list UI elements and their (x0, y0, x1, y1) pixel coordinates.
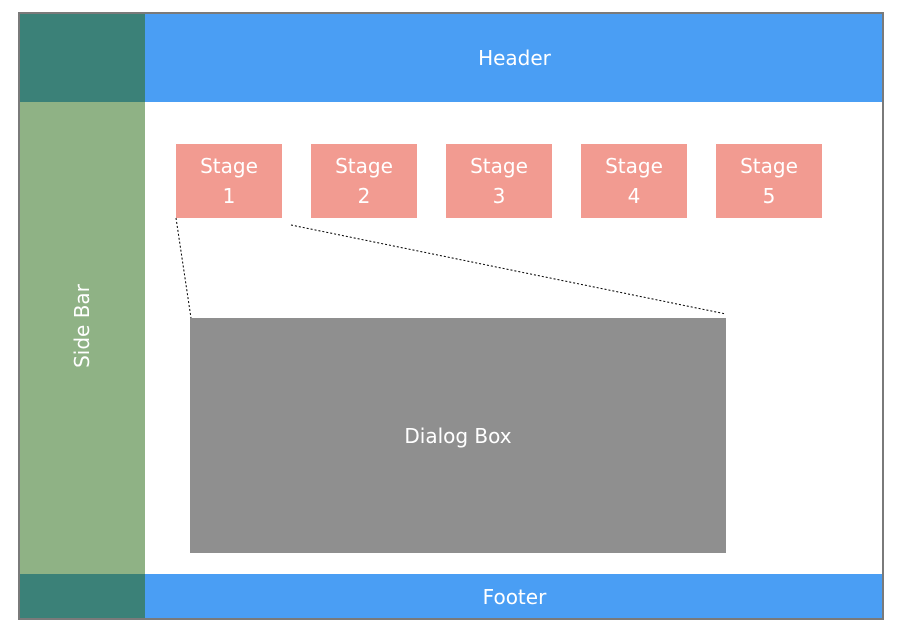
stage-2-title: Stage (335, 154, 393, 178)
stage-3-number: 3 (492, 184, 506, 208)
connector-right-line (290, 224, 727, 315)
sidebar-label: Side Bar (70, 284, 94, 368)
bottom-left-corner-block (20, 574, 145, 618)
stage-2-number: 2 (357, 184, 371, 208)
stage-4-block: Stage 4 (581, 144, 687, 218)
dialog-box-label: Dialog Box (404, 423, 512, 448)
top-left-corner-block (20, 14, 145, 102)
stage-3-block: Stage 3 (446, 144, 552, 218)
dialog-box-block: Dialog Box (190, 318, 726, 553)
stage-3-title: Stage (470, 154, 528, 178)
wireframe-frame: Header Side Bar Stage 1 Stage 2 Stage 3 … (18, 12, 884, 620)
stage-5-block: Stage 5 (716, 144, 822, 218)
stage-1-number: 1 (222, 184, 236, 208)
header-label: Header (478, 46, 551, 70)
footer-label: Footer (482, 585, 547, 609)
footer-block: Footer (145, 574, 882, 618)
stage-4-number: 4 (627, 184, 641, 208)
stage-1-block: Stage 1 (176, 144, 282, 218)
stage-4-title: Stage (605, 154, 663, 178)
stage-5-title: Stage (740, 154, 798, 178)
connector-left-line (175, 217, 192, 319)
stage-2-block: Stage 2 (311, 144, 417, 218)
sidebar-block: Side Bar (20, 102, 145, 574)
header-block: Header (145, 14, 882, 102)
stage-5-number: 5 (762, 184, 776, 208)
stage-1-title: Stage (200, 154, 258, 178)
